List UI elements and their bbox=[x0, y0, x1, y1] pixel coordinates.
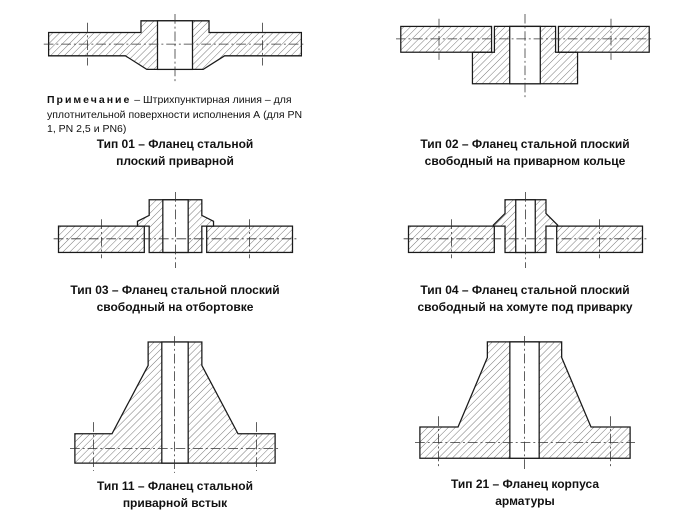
caption-type-02-line1: Тип 02 – Фланец стальной плоский bbox=[420, 137, 630, 152]
drawing-type-21 bbox=[415, 336, 635, 476]
caption-type-01-line2: плоский приварной bbox=[116, 154, 234, 169]
figure-type-03: Тип 03 – Фланец стальной плоский свободн… bbox=[0, 180, 350, 332]
caption-type-21-line2: арматуры bbox=[495, 493, 555, 508]
flange-section-type-01-svg bbox=[43, 14, 307, 83]
flange-section-type-21-svg bbox=[415, 336, 635, 471]
figure-type-21: Тип 21 – Фланец корпуса арматуры bbox=[350, 332, 700, 520]
figure-type-02: Тип 02 – Фланец стальной плоский свободн… bbox=[350, 0, 700, 180]
figure-type-11: Тип 11 – Фланец стальной приварной встык bbox=[0, 332, 350, 520]
caption-type-04-line2: свободный на хомуте под приварку bbox=[417, 300, 633, 315]
figure-type-01: Примечание – Штрихпунктирная линия – для… bbox=[0, 0, 350, 180]
flange-section-type-04-svg bbox=[403, 192, 647, 269]
drawing-type-02 bbox=[396, 14, 654, 105]
drawing-type-11 bbox=[70, 336, 280, 478]
caption-type-03: Тип 03 – Фланец стальной плоский свободн… bbox=[70, 282, 279, 316]
flange-section-type-11-svg bbox=[70, 336, 280, 473]
caption-type-04-line1: Тип 04 – Фланец стальной плоский bbox=[420, 283, 630, 298]
figure-type-04: Тип 04 – Фланец стальной плоский свободн… bbox=[350, 180, 700, 332]
caption-type-04: Тип 04 – Фланец стальной плоский свободн… bbox=[417, 282, 632, 316]
drawing-type-04 bbox=[403, 192, 648, 275]
caption-type-21: Тип 21 – Фланец корпуса арматуры bbox=[451, 476, 599, 510]
drawing-type-01 bbox=[43, 14, 307, 89]
caption-type-11-line2: приварной встык bbox=[122, 495, 228, 510]
note-text: – Штрихпунктирная линия – для уплотнител… bbox=[47, 94, 303, 135]
note-label: Примечание bbox=[47, 94, 132, 107]
flange-section-type-03-svg bbox=[53, 192, 297, 269]
note: Примечание – Штрихпунктирная линия – для… bbox=[47, 93, 303, 136]
caption-type-11-line1: Тип 11 – Фланец стальной bbox=[97, 479, 253, 493]
caption-type-03-line2: свободный на отбортовке bbox=[96, 300, 254, 315]
caption-type-01: Тип 01 – Фланец стальной плоский приварн… bbox=[97, 136, 254, 170]
flange-section-type-02-svg bbox=[396, 14, 654, 99]
caption-type-03-line1: Тип 03 – Фланец стальной плоский bbox=[70, 283, 280, 298]
caption-type-11: Тип 11 – Фланец стальной приварной встык bbox=[97, 478, 253, 512]
caption-type-02-line2: свободный на приварном кольце bbox=[424, 154, 626, 169]
drawing-type-03 bbox=[53, 192, 298, 275]
caption-type-01-line1: Тип 01 – Фланец стальной bbox=[96, 137, 254, 152]
caption-type-02: Тип 02 – Фланец стальной плоский свободн… bbox=[420, 136, 629, 170]
caption-type-21-line1: Тип 21 – Фланец корпуса bbox=[450, 477, 600, 491]
